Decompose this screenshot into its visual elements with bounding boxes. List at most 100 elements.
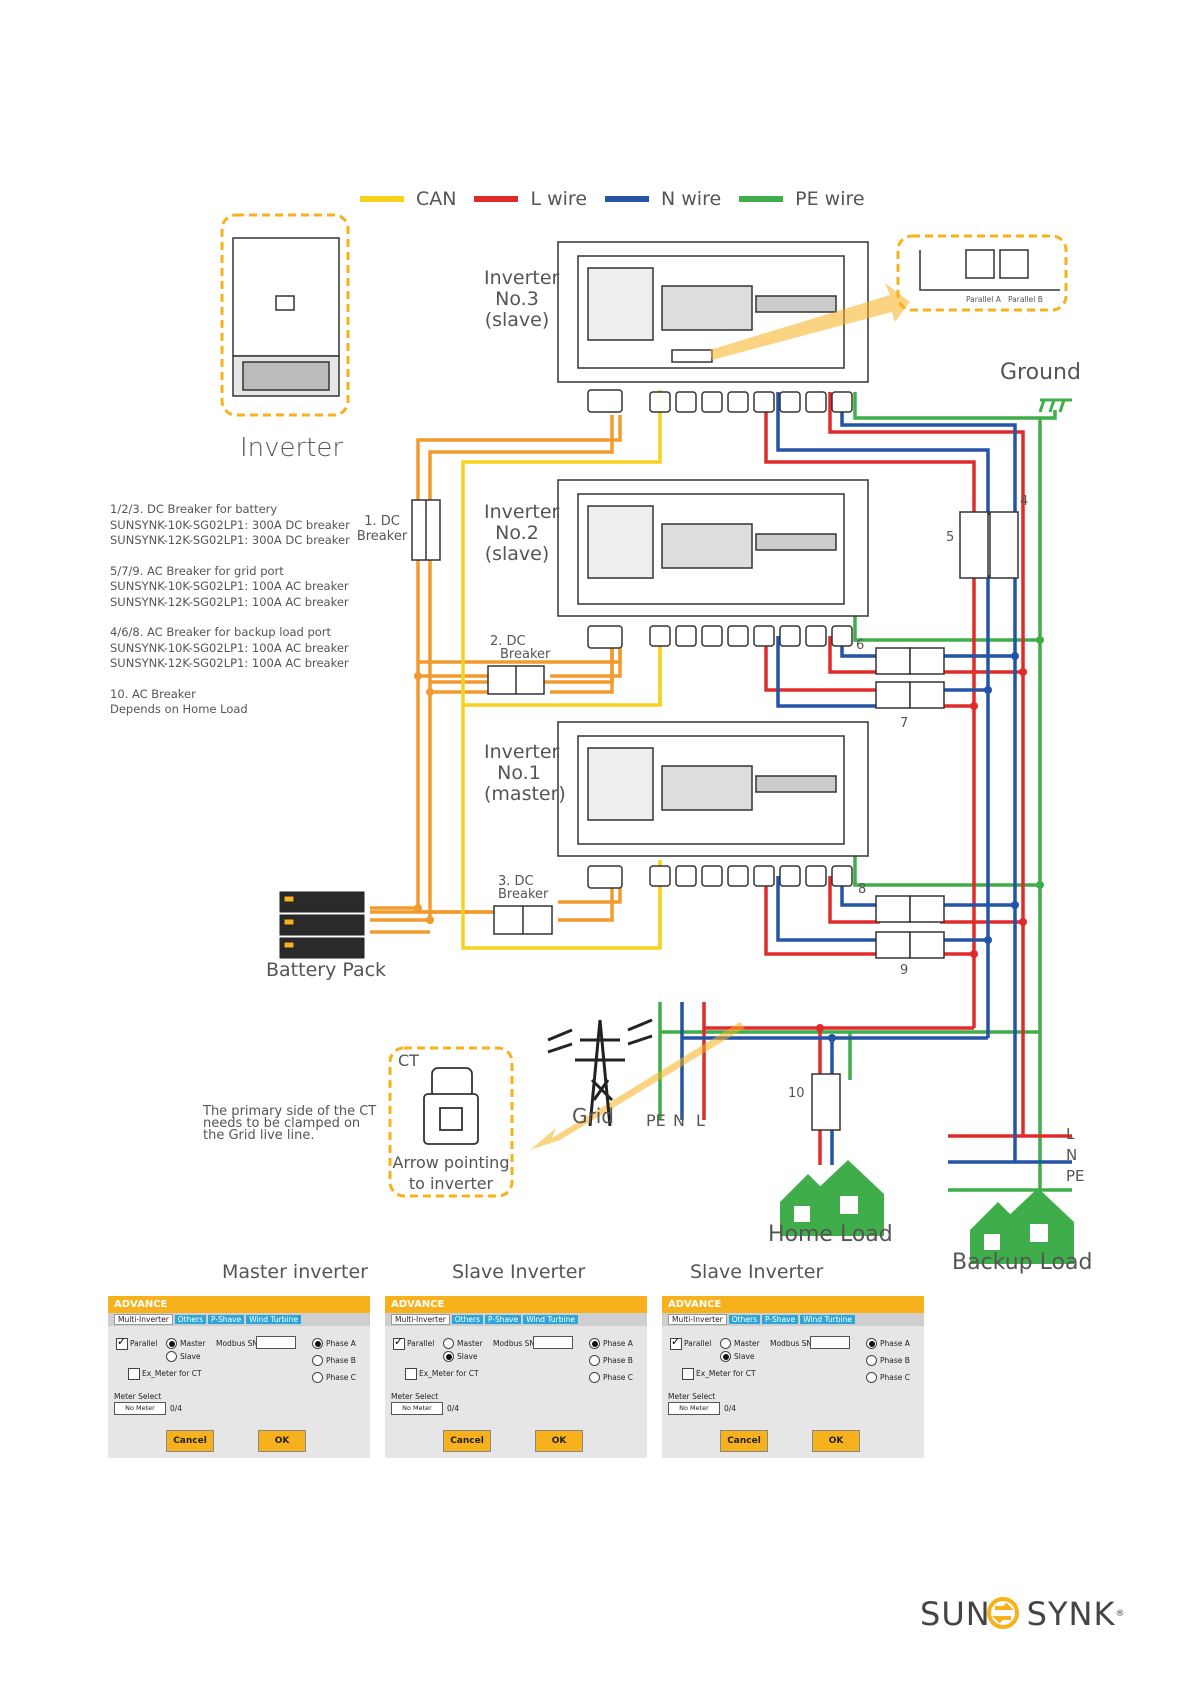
slave-radio[interactable] (166, 1351, 177, 1362)
settings-panel-slave-2: ADVANCE Multi-Inverter Others P-Shave Wi… (662, 1296, 924, 1458)
tab-others[interactable]: Others (451, 1315, 483, 1324)
panel-title-master: Master inverter (222, 1261, 368, 1283)
meter-select-dropdown[interactable]: No Meter (114, 1402, 166, 1415)
master-label: Master (457, 1339, 483, 1348)
tab-others[interactable]: Others (728, 1315, 760, 1324)
panel-tabs: Multi-Inverter Others P-Shave Wind Turbi… (662, 1313, 924, 1326)
modbus-input[interactable] (533, 1336, 573, 1349)
master-label: Master (734, 1339, 760, 1348)
inverter-1-line1: Inverter (484, 741, 560, 763)
phase-a-radio[interactable] (312, 1338, 323, 1349)
phase-a-label: Phase A (326, 1339, 356, 1348)
dc-breaker-2 (487, 665, 545, 695)
phase-a-label: Phase A (603, 1339, 633, 1348)
tab-p-shave[interactable]: P-Shave (484, 1315, 522, 1324)
panel-header: ADVANCE (385, 1296, 647, 1313)
slave-label: Slave (457, 1352, 478, 1361)
modbus-input[interactable] (810, 1336, 850, 1349)
tab-others[interactable]: Others (174, 1315, 206, 1324)
sunsynk-logo: SUN SYNK ® (920, 1595, 1125, 1633)
legend-item-pe-wire: PE wire (739, 188, 865, 210)
breaker-6-num: 6 (856, 638, 865, 653)
slave-label: Slave (734, 1352, 755, 1361)
cancel-button[interactable]: Cancel (443, 1430, 491, 1452)
master-radio[interactable] (720, 1338, 731, 1349)
ct-arrow-text-2: to inverter (408, 1174, 494, 1193)
dc-breaker-3-word: Breaker (498, 887, 549, 902)
phase-c-radio[interactable] (312, 1372, 323, 1383)
ground-symbol (1038, 398, 1072, 413)
master-radio[interactable] (443, 1338, 454, 1349)
ct-box (388, 1046, 514, 1198)
dc-breaker-3-label: 3. DC Breaker (498, 874, 548, 902)
breaker-4-num: 4 (1020, 494, 1029, 509)
battery-wires (370, 415, 622, 934)
wire-legend: CAN L wire N wire PE wire (360, 184, 883, 214)
cancel-button[interactable]: Cancel (166, 1430, 214, 1452)
ct-arrow-text-1: Arrow pointing (392, 1153, 510, 1172)
brand-right: SYNK (1026, 1595, 1116, 1633)
modbus-label: Modbus SN (493, 1339, 535, 1348)
phase-b-radio[interactable] (866, 1355, 877, 1366)
phase-b-radio[interactable] (589, 1355, 600, 1366)
ex-meter-checkbox[interactable] (128, 1368, 140, 1380)
panel-tabs: Multi-Inverter Others P-Shave Wind Turbi… (108, 1313, 370, 1326)
meter-select-label: Meter Select (391, 1392, 439, 1401)
inverter-1-label: Inverter No.1 (master) (484, 741, 566, 805)
home-load-label: Home Load (768, 1222, 893, 1247)
slave-radio[interactable] (720, 1351, 731, 1362)
modbus-input[interactable] (256, 1336, 296, 1349)
tab-p-shave[interactable]: P-Shave (761, 1315, 799, 1324)
ex-meter-checkbox[interactable] (682, 1368, 694, 1380)
meter-select-label: Meter Select (668, 1392, 716, 1401)
inverter-1-line2: No.1 (497, 762, 541, 784)
inverter-2-line1: Inverter (484, 501, 560, 523)
ok-button[interactable]: OK (258, 1430, 306, 1452)
dc-breaker-1 (411, 499, 441, 561)
cancel-button[interactable]: Cancel (720, 1430, 768, 1452)
ok-button[interactable]: OK (535, 1430, 583, 1452)
tab-multi-inverter[interactable]: Multi-Inverter (668, 1314, 727, 1325)
parallel-checkbox[interactable] (393, 1335, 405, 1350)
phase-b-radio[interactable] (312, 1355, 323, 1366)
phase-a-radio[interactable] (866, 1338, 877, 1349)
dc-breaker-2-label: 2. DC Breaker (490, 634, 550, 662)
inverter-3-line2: No.3 (495, 288, 539, 310)
slave-radio[interactable] (443, 1351, 454, 1362)
breaker-7-num: 7 (900, 716, 909, 731)
tab-p-shave[interactable]: P-Shave (207, 1315, 245, 1324)
pe-wires (658, 392, 1072, 1192)
tab-wind-turbine[interactable]: Wind Turbine (246, 1315, 301, 1324)
inverter-title: Inverter (240, 433, 344, 463)
tab-multi-inverter[interactable]: Multi-Inverter (114, 1314, 173, 1325)
legend-label: L wire (530, 188, 588, 210)
breaker-10-num: 10 (788, 1086, 805, 1101)
phase-b-label: Phase B (603, 1356, 633, 1365)
settings-panel-slave-1: ADVANCE Multi-Inverter Others P-Shave Wi… (385, 1296, 647, 1458)
meter-select-dropdown[interactable]: No Meter (391, 1402, 443, 1415)
ct-arrow-text: Arrow pointing to inverter (392, 1152, 510, 1194)
ct-note: The primary side of the CT needs to be c… (203, 1105, 376, 1142)
master-radio[interactable] (166, 1338, 177, 1349)
phase-a-radio[interactable] (589, 1338, 600, 1349)
phase-c-label: Phase C (603, 1373, 634, 1382)
phase-c-radio[interactable] (589, 1372, 600, 1383)
ex-meter-checkbox[interactable] (405, 1368, 417, 1380)
panel-tabs: Multi-Inverter Others P-Shave Wind Turbi… (385, 1313, 647, 1326)
tab-wind-turbine[interactable]: Wind Turbine (523, 1315, 578, 1324)
battery-pack (279, 891, 365, 959)
meter-select-dropdown[interactable]: No Meter (668, 1402, 720, 1415)
legend-label: CAN (416, 188, 457, 210)
inverter-box-3 (557, 241, 869, 383)
tab-multi-inverter[interactable]: Multi-Inverter (391, 1314, 450, 1325)
brand-registered: ® (1115, 1609, 1126, 1619)
ex-meter-label: Ex_Meter for CT (419, 1369, 479, 1378)
tab-wind-turbine[interactable]: Wind Turbine (800, 1315, 855, 1324)
ac-breakers (811, 511, 1019, 1131)
ok-button[interactable]: OK (812, 1430, 860, 1452)
parallel-checkbox[interactable] (116, 1335, 128, 1350)
backup-n-label: N (1066, 1146, 1078, 1164)
phase-c-radio[interactable] (866, 1372, 877, 1383)
parallel-checkbox[interactable] (670, 1335, 682, 1350)
